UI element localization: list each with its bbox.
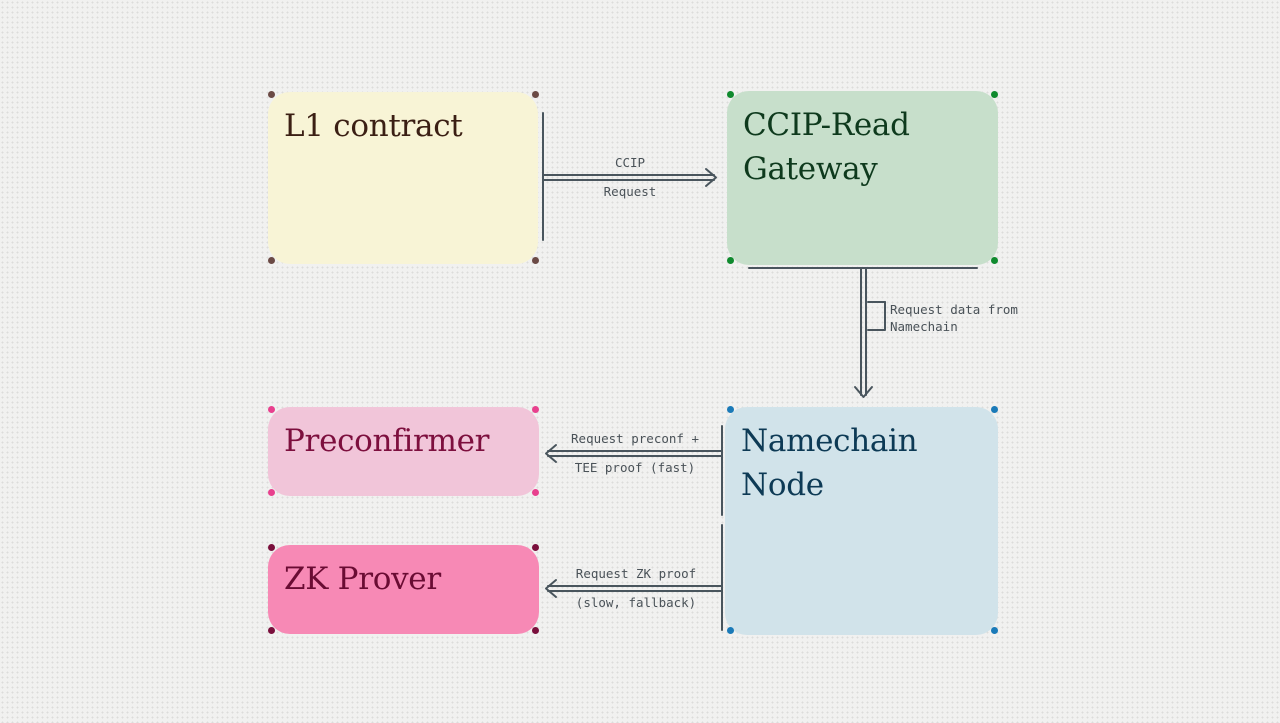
preconfirmer-handle-dot (532, 489, 539, 496)
namechain-handle-dot (727, 406, 734, 413)
gateway-handle-dot (991, 257, 998, 264)
preconfirmer-handle-dot (532, 406, 539, 413)
namechain-node-title: Namechain Node (741, 423, 918, 503)
request-preconf-arrow (545, 425, 723, 516)
l1-handle-dot (268, 91, 275, 98)
namechain-handle-dot (991, 406, 998, 413)
request-zk-arrow (545, 524, 723, 631)
ccip-request-label-line2: Request (603, 184, 657, 199)
gateway-handle-dot (991, 91, 998, 98)
l1-handle-dot (268, 257, 275, 264)
l1-contract-title: L1 contract (284, 108, 463, 144)
l1-contract-box: L1 contract (268, 92, 538, 264)
ccip-request-arrow (542, 112, 717, 241)
gateway-handle-dot (727, 257, 734, 264)
preconfirmer-handle-dot (268, 489, 275, 496)
ccip-request-label-line1: CCIP (614, 155, 646, 170)
request-zk-label-line1: Request ZK proof (575, 566, 697, 581)
zk-prover-box: ZK Prover (268, 545, 539, 634)
namechain-handle-dot (991, 627, 998, 634)
preconfirmer-title: Preconfirmer (284, 423, 490, 459)
namechain-node-box: Namechain Node (725, 407, 998, 635)
request-data-label-line2: Namechain (890, 319, 958, 334)
l1-handle-dot (532, 91, 539, 98)
preconfirmer-handle-dot (268, 406, 275, 413)
request-preconf-label-line2: TEE proof (fast) (574, 460, 696, 475)
gateway-handle-dot (727, 91, 734, 98)
ccip-read-gateway-title: CCIP-Read Gateway (743, 107, 910, 187)
zk-handle-dot (532, 627, 539, 634)
zk-prover-title: ZK Prover (284, 561, 441, 597)
zk-handle-dot (532, 544, 539, 551)
zk-handle-dot (268, 544, 275, 551)
request-data-label-line1: Request data from (890, 302, 1018, 317)
namechain-handle-dot (727, 627, 734, 634)
request-preconf-label-line1: Request preconf + (571, 431, 699, 446)
ccip-read-gateway-box: CCIP-Read Gateway (727, 91, 998, 265)
preconfirmer-box: Preconfirmer (268, 407, 539, 496)
request-zk-label-line2: (slow, fallback) (575, 595, 697, 610)
l1-handle-dot (532, 257, 539, 264)
zk-handle-dot (268, 627, 275, 634)
request-data-arrow (748, 267, 978, 398)
